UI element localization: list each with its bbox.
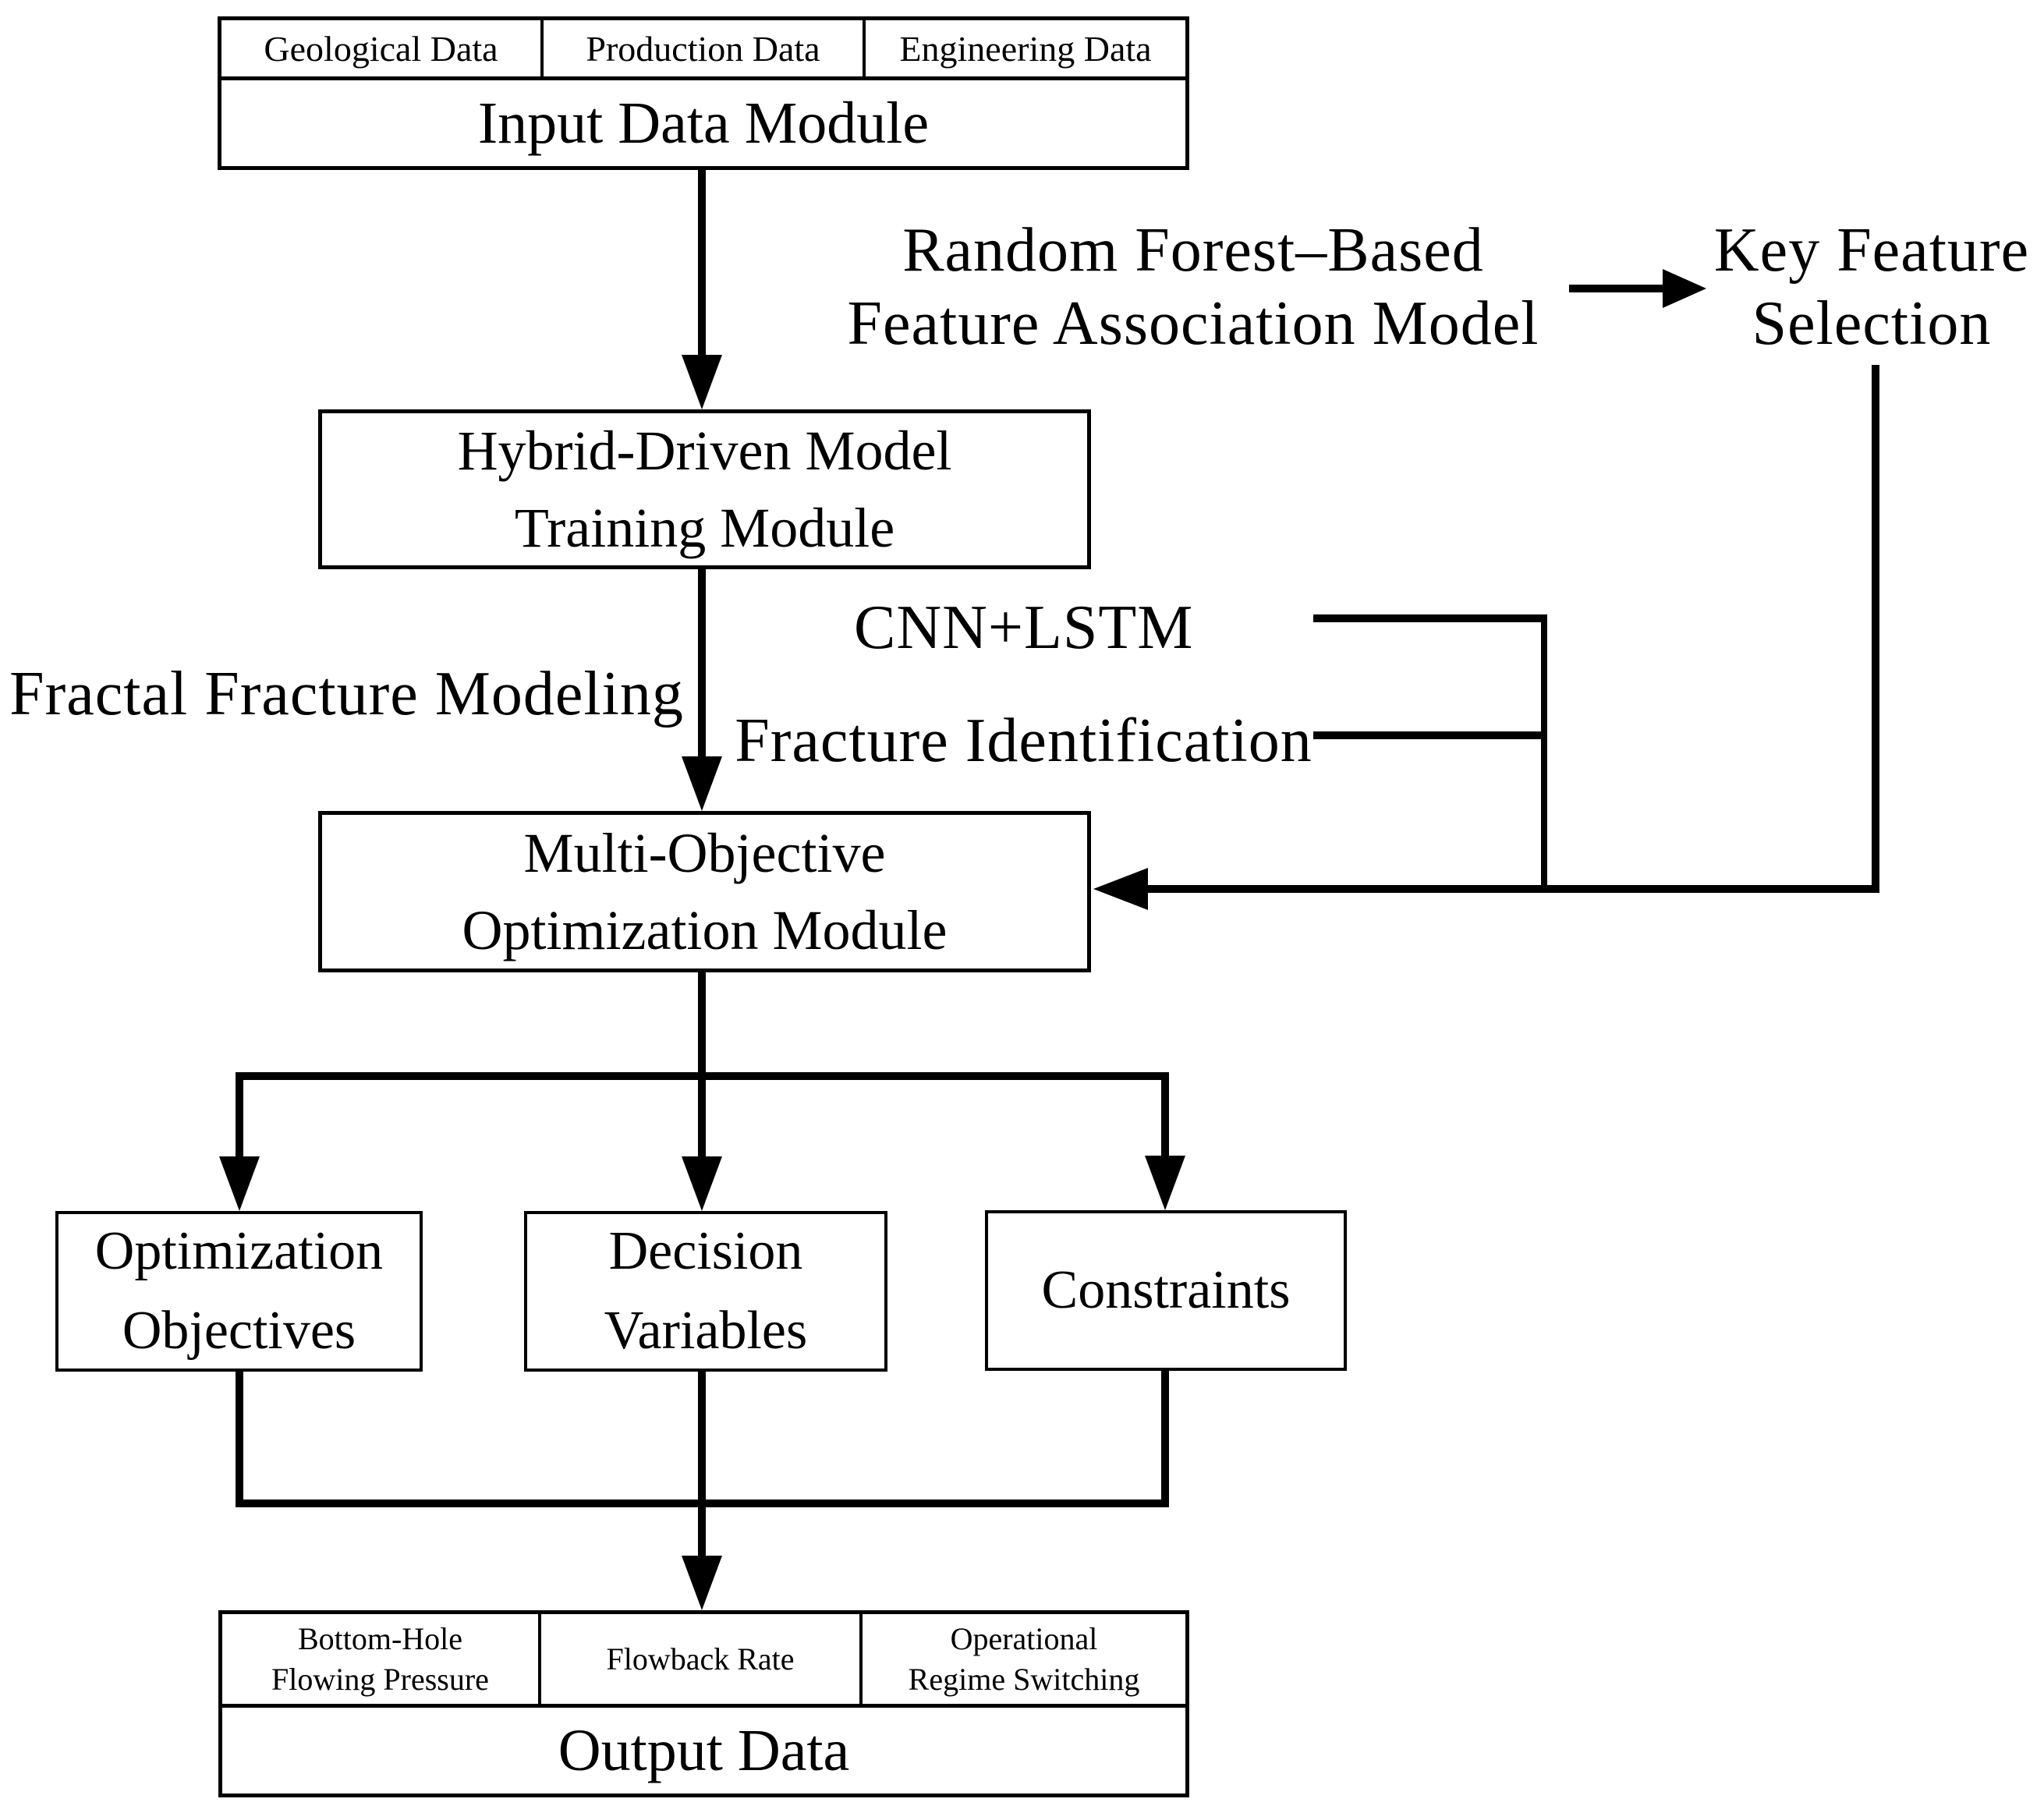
output-cell-operational-regime: Operational Regime Switching xyxy=(859,1614,1185,1704)
cnn-lstm-connector-line xyxy=(1313,614,1547,622)
optimization-objectives-line-2: Objectives xyxy=(122,1301,356,1361)
output-cell-flowback-rate: Flowback Rate xyxy=(538,1614,859,1704)
output-data-title: Output Data xyxy=(558,1717,850,1783)
multi-objective-line-2: Optimization Module xyxy=(462,898,948,961)
arrowhead-into-multi-right xyxy=(1093,868,1148,910)
geological-data-label: Geological Data xyxy=(264,28,498,69)
arrowhead-into-constraints xyxy=(1145,1156,1185,1210)
multi-objective-line-1: Multi-Objective xyxy=(523,821,886,884)
cnn-fracture-junction-line xyxy=(1541,614,1547,893)
key-feature-line-1: Key Feature xyxy=(1713,216,2030,285)
input-cell-production-data: Production Data xyxy=(540,20,863,76)
bottom-hole-line-2: Flowing Pressure xyxy=(271,1661,489,1697)
flow-line-multi-to-decision xyxy=(698,971,706,1158)
arrowhead-into-multi xyxy=(682,756,722,811)
hybrid-line-1: Hybrid-Driven Model xyxy=(457,419,952,482)
fracture-identification-connector-line xyxy=(1313,731,1547,739)
random-forest-line-1: Random Forest–Based xyxy=(902,216,1484,285)
decision-variables-box: Decision Variables xyxy=(524,1211,887,1372)
arrowhead-into-optimization-objectives xyxy=(219,1156,260,1211)
arrowhead-into-output xyxy=(682,1556,722,1610)
output-cell-bottom-hole: Bottom-Hole Flowing Pressure xyxy=(222,1614,538,1704)
input-cell-engineering-data: Engineering Data xyxy=(863,20,1185,76)
arrowhead-into-hybrid xyxy=(682,355,722,409)
optimization-objectives-line-1: Optimization xyxy=(94,1221,384,1281)
rf-to-keyfeature-arrow-shaft xyxy=(1569,285,1664,292)
arrowhead-into-key-feature xyxy=(1663,269,1706,308)
decision-variables-line-1: Decision xyxy=(608,1221,803,1281)
hybrid-driven-model-text: Hybrid-Driven Model Training Module xyxy=(458,413,952,567)
key-feature-drop-line xyxy=(1872,365,1879,893)
branch-split-line xyxy=(236,1072,1169,1080)
flow-line-input-to-hybrid xyxy=(698,168,706,357)
constraints-text: Constraints xyxy=(1041,1260,1291,1320)
random-forest-label: Random Forest–Based Feature Association … xyxy=(838,214,1548,360)
merge-line-from-objectives xyxy=(236,1370,243,1507)
bottom-hole-line-1: Bottom-Hole xyxy=(297,1620,463,1656)
operational-line-2: Regime Switching xyxy=(908,1661,1140,1697)
decision-variables-line-2: Variables xyxy=(604,1301,808,1361)
input-cells-row: Geological Data Production Data Engineer… xyxy=(221,20,1185,80)
input-data-module-box: Geological Data Production Data Engineer… xyxy=(218,16,1189,170)
random-forest-line-2: Feature Association Model xyxy=(847,289,1539,358)
optimization-objectives-box: Optimization Objectives xyxy=(55,1211,423,1372)
right-feed-line-into-multi xyxy=(1146,885,1879,893)
fractal-fracture-modeling-label: Fractal Fracture Modeling xyxy=(9,660,684,728)
constraints-box: Constraints xyxy=(985,1210,1347,1371)
output-cells-row: Bottom-Hole Flowing Pressure Flowback Ra… xyxy=(222,1614,1185,1708)
flowback-rate-label: Flowback Rate xyxy=(606,1641,795,1677)
cnn-lstm-label: CNN+LSTM xyxy=(854,593,1194,662)
decision-variables-text: Decision Variables xyxy=(604,1212,807,1371)
branch-line-right xyxy=(1161,1076,1169,1158)
multi-objective-text: Multi-Objective Optimization Module xyxy=(462,815,948,969)
flow-line-to-output xyxy=(698,1370,706,1557)
operational-regime-label: Operational Regime Switching xyxy=(909,1619,1140,1700)
merge-line-from-constraints xyxy=(1161,1369,1169,1507)
hybrid-line-2: Training Module xyxy=(514,496,895,559)
key-feature-selection-label: Key Feature Selection xyxy=(1708,214,2035,360)
input-cell-geological-data: Geological Data xyxy=(221,20,540,76)
engineering-data-label: Engineering Data xyxy=(899,28,1152,69)
operational-line-1: Operational xyxy=(950,1620,1098,1656)
key-feature-line-2: Selection xyxy=(1752,289,1992,358)
multi-objective-optimization-box: Multi-Objective Optimization Module xyxy=(318,811,1091,972)
flow-line-hybrid-to-multi xyxy=(698,568,706,759)
arrowhead-into-decision-variables xyxy=(682,1156,722,1211)
bottom-hole-label: Bottom-Hole Flowing Pressure xyxy=(271,1619,489,1700)
optimization-objectives-text: Optimization Objectives xyxy=(95,1212,383,1371)
input-data-module-title: Input Data Module xyxy=(477,90,930,156)
branch-line-left xyxy=(236,1076,243,1158)
output-data-box: Bottom-Hole Flowing Pressure Flowback Ra… xyxy=(218,1610,1189,1797)
fracture-identification-label: Fracture Identification xyxy=(735,706,1312,775)
hybrid-driven-model-box: Hybrid-Driven Model Training Module xyxy=(318,409,1091,569)
production-data-label: Production Data xyxy=(586,28,820,69)
